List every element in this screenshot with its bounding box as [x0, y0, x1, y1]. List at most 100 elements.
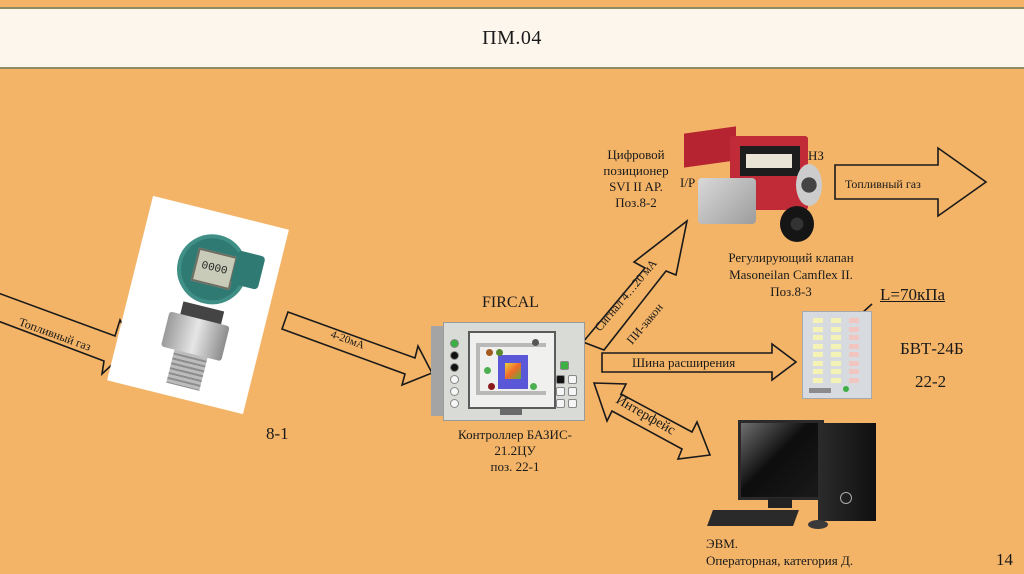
- interface-label: Интерфейс: [613, 392, 678, 438]
- bvt-indicator-cell: [831, 352, 841, 357]
- transmitter-lcd: 0000: [190, 247, 238, 291]
- controller-led: [450, 363, 459, 372]
- bvt-indicator-cell: [813, 318, 823, 323]
- slide-header: ПМ.04: [0, 7, 1024, 69]
- fuel-gas-out-label: Топливный газ: [845, 177, 921, 191]
- transmitter-position-label: 8-1: [266, 424, 289, 443]
- controller-led: [450, 351, 459, 360]
- monitor-stand: [768, 498, 792, 508]
- positioner-caption-line: позиционер: [603, 163, 669, 178]
- controller-button: [556, 375, 565, 384]
- bvt-indicator-cell: [849, 343, 859, 349]
- controller-button: [556, 399, 565, 408]
- valve-gauge: [740, 146, 800, 176]
- screen-tag: [486, 349, 493, 356]
- bvt-indicator-cell: [813, 360, 823, 366]
- slide-title: ПМ.04: [482, 27, 542, 49]
- bvt-name-label: БВТ-24Б: [900, 339, 964, 358]
- control-valve-image: [678, 118, 838, 253]
- expansion-bus-label: Шина расширения: [632, 355, 735, 370]
- fuel-gas-out-arrow: [834, 146, 988, 218]
- controller-led: [450, 399, 459, 408]
- top-strip: [0, 0, 1024, 7]
- bvt-indicator-cell: [831, 318, 841, 323]
- slide-number: 14: [996, 550, 1013, 569]
- bvt-position-label: 22-2: [915, 372, 947, 391]
- bvt-panel-image: [802, 311, 872, 399]
- positioner-caption-line: SVI II AP.: [609, 179, 663, 194]
- controller-button: [568, 387, 577, 396]
- valve-state-label: НЗ: [808, 148, 824, 163]
- valve-caption-line: Masoneilan Camflex II.: [729, 267, 853, 282]
- controller-button: [556, 387, 565, 396]
- ip-converter-label: I/P: [680, 175, 696, 190]
- controller-caption: Контроллер БАЗИС- 21.2ЦУ поз. 22-1: [450, 427, 580, 475]
- transmitter-stem: [166, 349, 208, 391]
- controller-led: [450, 375, 459, 384]
- controller-brand-label: FIRCAL: [482, 294, 539, 311]
- controller-front-panel: [443, 322, 585, 421]
- controller-image: [431, 322, 585, 421]
- bvt-indicator-cell: [831, 343, 841, 349]
- signal-to-valve-label-2: ПИ-закон: [624, 300, 667, 347]
- bvt-indicator-cell: [849, 369, 859, 374]
- screen-tag: [532, 339, 539, 346]
- keyboard: [707, 510, 799, 526]
- controller-led: [450, 339, 459, 348]
- valve-caption: Регулирующий клапан Masoneilan Camflex I…: [700, 249, 882, 300]
- bvt-indicator-cell: [831, 335, 841, 340]
- bvt-indicator-cell: [831, 369, 841, 374]
- screen-tag: [496, 349, 503, 356]
- bvt-indicator-cell: [849, 352, 859, 357]
- bvt-power-led: [843, 386, 849, 392]
- bvt-indicator-cell: [813, 343, 823, 349]
- expansion-bus-arrow: [601, 342, 798, 382]
- mouse: [808, 520, 828, 529]
- screen-tag: [484, 367, 491, 374]
- valve-flange: [796, 164, 822, 206]
- controller-led: [450, 387, 459, 396]
- computer-caption-line: Операторная, категория Д.: [706, 553, 854, 568]
- bvt-indicator-cell: [849, 326, 859, 332]
- controller-caption-line: Контроллер БАЗИС-: [458, 427, 572, 442]
- positioner-body: [698, 178, 756, 224]
- bvt-nameplate: [809, 388, 831, 393]
- bvt-indicator-cell: [831, 377, 841, 383]
- controller-button: [568, 375, 577, 384]
- screen-pipe: [476, 343, 546, 347]
- bvt-indicator-cell: [813, 335, 823, 340]
- monitor: [738, 420, 824, 500]
- computer-image: [707, 418, 888, 536]
- bvt-indicator-cell: [849, 335, 859, 340]
- valve-handwheel: [780, 206, 814, 242]
- bvt-indicator-cell: [813, 352, 823, 357]
- signal-to-valve-arrow: [581, 219, 689, 351]
- screen-tag: [530, 383, 537, 390]
- bvt-indicator-cell: [813, 326, 823, 332]
- controller-button: [560, 361, 569, 370]
- positioner-caption: Цифровой позиционер SVI II AP. Поз.8-2: [596, 147, 676, 211]
- screen-tag: [488, 383, 495, 390]
- signal-to-controller-arrow: [280, 310, 434, 387]
- bvt-indicator-cell: [813, 369, 823, 374]
- valve-actuator-arm: [684, 126, 736, 168]
- valve-gauge-face: [746, 154, 792, 168]
- bvt-indicator-cell: [831, 360, 841, 366]
- computer-caption-line: ЭВМ.: [706, 536, 739, 551]
- pc-tower: [818, 423, 876, 521]
- fuel-gas-in-label: Топливный газ: [17, 315, 93, 354]
- controller-caption-line: 21.2ЦУ: [494, 443, 536, 458]
- bvt-indicator-cell: [849, 377, 859, 383]
- interface-arrow: [592, 382, 712, 460]
- positioner-caption-line: Цифровой: [607, 147, 665, 162]
- pc-logo: [840, 492, 852, 504]
- bvt-indicator-cell: [849, 318, 859, 323]
- bvt-setpoint-label: L=70кПа: [880, 285, 946, 304]
- screen-pipe: [476, 391, 546, 395]
- screen-furnace: [505, 363, 521, 379]
- positioner-caption-line: Поз.8-2: [615, 195, 657, 210]
- screen-pipe: [476, 343, 480, 395]
- bvt-indicator-cell: [813, 377, 823, 383]
- bvt-indicator-cell: [849, 360, 859, 366]
- controller-nameplate: [500, 409, 522, 415]
